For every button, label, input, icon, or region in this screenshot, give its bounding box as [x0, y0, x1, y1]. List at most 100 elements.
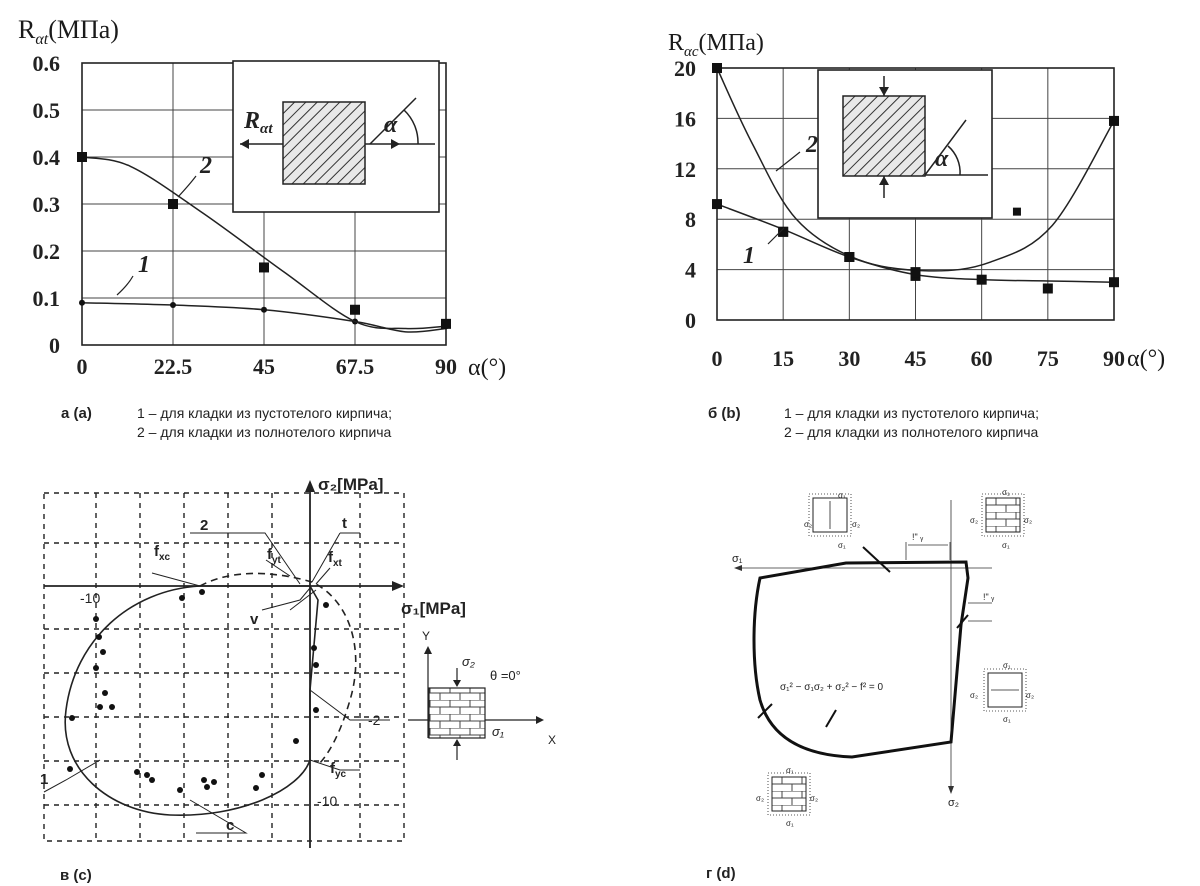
- inset-sigma1: σ₁: [492, 724, 504, 739]
- scatter-point: [253, 785, 259, 791]
- d-dim-label-top: !" ᵧ: [912, 532, 923, 542]
- masonry-specimen: [842, 95, 926, 177]
- series-1-line: [81, 301, 447, 333]
- inset-x-label: X: [548, 733, 556, 747]
- series-1-point: [170, 302, 176, 309]
- x-tick-label: 90: [1103, 346, 1125, 371]
- d-failure-surface: [752, 560, 970, 759]
- scatter-point: [313, 662, 319, 668]
- label-curve-2: 2: [200, 517, 208, 534]
- series-1-point: [976, 274, 987, 285]
- elem-bl-s2-left: σ₂: [756, 794, 764, 803]
- series-2-point: [844, 252, 855, 262]
- panel-a-inset: Rαt α: [232, 60, 440, 213]
- x-tick-label: 60: [971, 346, 993, 371]
- scatter-point: [313, 707, 319, 713]
- x-tick-label: 15: [772, 346, 794, 371]
- angle-line: [924, 119, 967, 176]
- scatter-point: [201, 777, 207, 783]
- series-2-point: [712, 63, 722, 73]
- inset-y-label: Y: [422, 629, 430, 643]
- scatter-point: [211, 779, 217, 785]
- panel-a-line-labels: 1 2: [116, 153, 212, 296]
- extra-point: [1012, 207, 1021, 216]
- series-1-point: [79, 299, 85, 306]
- label-c: c: [226, 817, 234, 834]
- series-2-line: [716, 67, 1115, 272]
- series-2-point: [168, 199, 178, 209]
- angle-arc: [403, 109, 419, 145]
- y-tick-label: 12: [674, 157, 696, 182]
- panel-b-line-labels: 1 2: [743, 132, 818, 269]
- label-fyt: fyt: [267, 546, 282, 566]
- d-stress-element-bottom-left: [767, 772, 811, 816]
- sigma2-axis-label: σ₂[MPa]: [318, 475, 383, 494]
- series-1-label: 1: [743, 243, 755, 269]
- panel-a-series: [77, 152, 451, 333]
- scatter-point: [67, 766, 73, 772]
- sigma1-arrowhead: [392, 581, 404, 591]
- masonry-specimen: [282, 101, 366, 185]
- y-tick-label: 0: [685, 308, 696, 333]
- d-stress-element-top-right: [981, 493, 1025, 537]
- scatter-point: [323, 602, 329, 608]
- arrow-head-right: [391, 139, 400, 149]
- x-tick-label: 0: [712, 346, 723, 371]
- x-tick-label: 90: [435, 354, 457, 379]
- elem-tr-s1-bottom: σ₁: [1002, 541, 1010, 550]
- scatter-point: [102, 690, 108, 696]
- panel-b-x-axis-label: α(°): [1127, 346, 1165, 372]
- y-tick-label: 8: [685, 207, 696, 232]
- scatter-point: [100, 649, 106, 655]
- scatter-point: [149, 777, 155, 783]
- scatter-point: [259, 772, 265, 778]
- series-2-point: [350, 304, 360, 315]
- series-2-line: [81, 156, 447, 330]
- sigma1-axis-label: σ₁[MPa]: [401, 599, 466, 618]
- elem-r-s2-left: σ₂: [970, 691, 978, 700]
- y-tick-label: 0.2: [33, 239, 61, 264]
- panel-c-leaders: [43, 532, 390, 834]
- inset-sigma2: σ₂: [462, 654, 475, 669]
- x-tick-label: 45: [905, 346, 927, 371]
- scatter-point: [69, 715, 75, 721]
- y-tick-label: 0: [49, 333, 60, 358]
- scatter-point: [293, 738, 299, 744]
- series-2-label: 2: [199, 153, 212, 179]
- panel-c-masonry-inset: Y X σ₂ σ₁ θ =0°: [408, 629, 556, 760]
- elem-tl-s1-top: σ₁: [838, 491, 846, 500]
- elem-r-s2-right: σ₂: [1026, 691, 1034, 700]
- scatter-point: [199, 589, 205, 595]
- y-tick-label: 16: [674, 106, 696, 131]
- failure-envelope-1: [64, 585, 319, 816]
- d-sigma1-label: σ₁: [732, 553, 743, 565]
- panel-b-caption-line-2: 2 – для кладки из полнотелого кирпича: [784, 424, 1039, 440]
- elem-bl-s1-top: σ₁: [786, 766, 794, 775]
- y-tick-label: 0.3: [33, 192, 61, 217]
- panel-a-caption-line-1: 1 – для кладки из пустотелого кирпича;: [137, 405, 392, 421]
- elem-tl-s2-right: σ₂: [852, 520, 860, 529]
- elem-r-s1-top: σ₁: [1003, 661, 1011, 670]
- series-1-point: [261, 306, 267, 313]
- panel-c: σ₂[MPa] σ₁[MPa] -10 -10 -2 fxc 2 fyt t f…: [40, 475, 556, 884]
- d-stress-element-right: [983, 668, 1027, 712]
- x-tick-label: 75: [1037, 346, 1059, 371]
- scatter-point: [144, 772, 150, 778]
- sigma2-arrowhead: [305, 480, 315, 492]
- arrow-head-top: [879, 87, 889, 96]
- failure-envelope-2: [199, 572, 357, 766]
- x-tick-label: 67.5: [336, 354, 375, 379]
- panel-b-inset: α: [817, 69, 993, 219]
- angle-arc: [947, 145, 961, 176]
- series-2-point: [441, 318, 451, 329]
- scatter-point: [96, 634, 102, 640]
- panel-a-y-axis-label: Rαt(МПа): [18, 15, 119, 48]
- y-tick-label: 0.1: [33, 286, 61, 311]
- series-1-point: [1042, 283, 1053, 294]
- d-stress-element-top-left: [808, 493, 852, 537]
